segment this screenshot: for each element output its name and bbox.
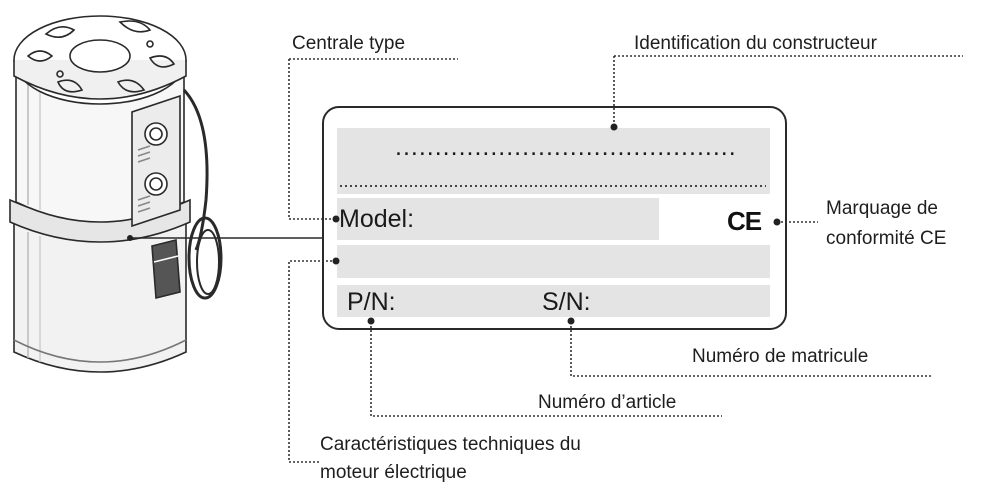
pn-sn-field [337, 285, 770, 317]
label-numero-matricule: Numéro de matricule [692, 346, 869, 367]
label-marquage-line1: Marquage de [826, 198, 938, 219]
leader-numero-article [370, 322, 722, 417]
leader-centrale-type [288, 58, 458, 220]
label-caracteristiques-line2: moteur électrique [320, 462, 467, 483]
identification-plate [322, 106, 787, 330]
leader-lines [127, 55, 963, 463]
manufacturer-field [337, 128, 770, 194]
leader-identification [613, 55, 963, 128]
plate-pn-label: P/N: [347, 288, 396, 316]
label-identification: Identification du constructeur [634, 33, 877, 54]
plate-dots: ........................................… [395, 133, 737, 161]
label-numero-article: Numéro d’article [538, 392, 677, 413]
label-marquage-line2: conformité CE [826, 228, 947, 249]
label-centrale-type: Centrale type [292, 33, 406, 54]
specs-field [337, 245, 770, 278]
label-caracteristiques-line1: Caractéristiques techniques du [320, 434, 581, 455]
ce-mark-icon: CE [727, 206, 762, 236]
leader-numero-matricule [570, 322, 931, 377]
plate-model-label: Model: [339, 205, 415, 233]
plate-sn-label: S/N: [542, 288, 591, 316]
central-vacuum-unit-illustration [9, 15, 223, 373]
model-field [337, 198, 659, 240]
